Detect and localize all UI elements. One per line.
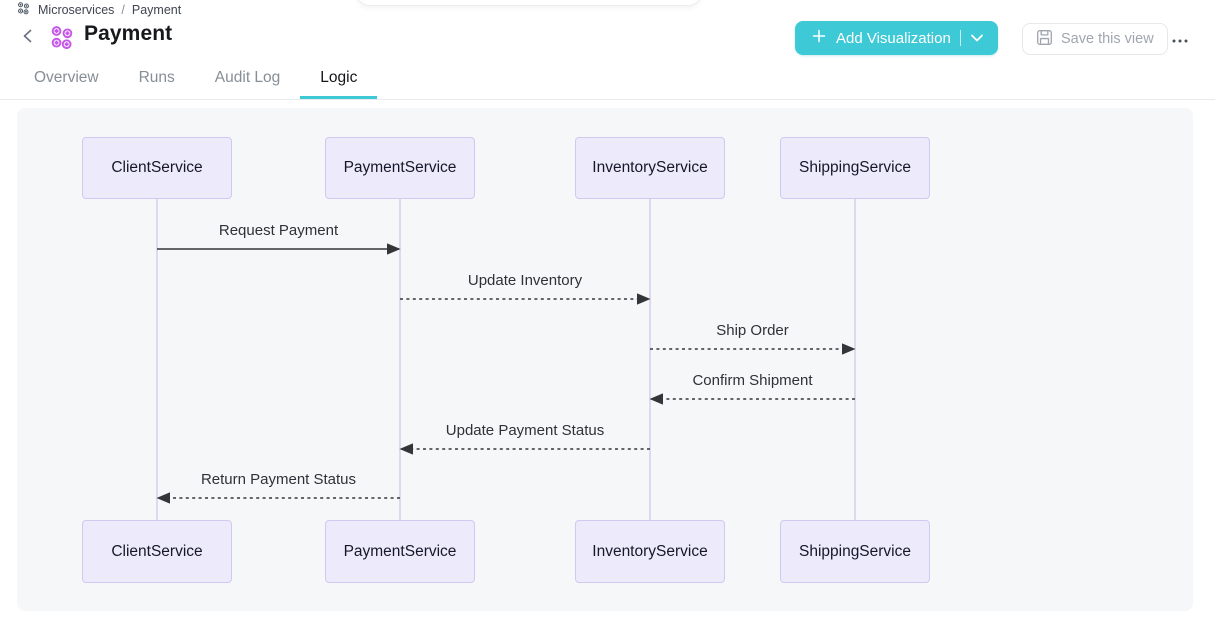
tab-logic[interactable]: Logic xyxy=(300,62,378,99)
add-visualization-button[interactable]: Add Visualization xyxy=(795,21,999,55)
add-visualization-label: Add Visualization xyxy=(836,29,951,47)
chevron-left-icon xyxy=(21,28,35,49)
diagram-canvas xyxy=(156,198,856,521)
tab-bar: Overview Runs Audit Log Logic xyxy=(0,62,1215,100)
actor-box-bottom-inventoryservice: InventoryService xyxy=(575,520,725,583)
back-button[interactable] xyxy=(16,26,40,50)
breadcrumb-separator: / xyxy=(121,3,125,17)
actor-box-top-clientservice: ClientService xyxy=(82,137,232,199)
actor-box-top-paymentservice: PaymentService xyxy=(325,137,475,199)
actor-box-bottom-paymentservice: PaymentService xyxy=(325,520,475,583)
payment-cluster-icon xyxy=(48,24,76,52)
tab-overview[interactable]: Overview xyxy=(34,69,99,86)
tab-audit-log[interactable]: Audit Log xyxy=(214,69,281,86)
breadcrumb-root[interactable]: Microservices xyxy=(38,3,115,17)
breadcrumb-current[interactable]: Payment xyxy=(131,3,182,17)
message-label: Request Payment xyxy=(218,222,339,239)
tab-runs[interactable]: Runs xyxy=(138,69,175,86)
chevron-down-icon[interactable] xyxy=(970,30,984,47)
ellipsis-icon xyxy=(1171,32,1189,47)
button-divider xyxy=(959,30,962,46)
more-options-button[interactable] xyxy=(1164,26,1196,52)
actor-box-top-shippingservice: ShippingService xyxy=(780,137,930,199)
breadcrumb: Microservices / Payment xyxy=(16,1,181,19)
floppy-icon xyxy=(1036,29,1053,50)
cutoff-popover-edge xyxy=(357,0,701,6)
actor-box-bottom-clientservice: ClientService xyxy=(82,520,232,583)
actor-box-top-inventoryservice: InventoryService xyxy=(575,137,725,199)
save-view-label: Save this view xyxy=(1061,31,1154,47)
save-view-button[interactable]: Save this view xyxy=(1022,23,1168,55)
message-label: Return Payment Status xyxy=(200,471,357,488)
message-label: Confirm Shipment xyxy=(692,372,813,389)
cluster-icon xyxy=(16,1,31,19)
page-title: Payment xyxy=(84,22,173,45)
message-label: Update Inventory xyxy=(467,272,583,289)
message-label: Update Payment Status xyxy=(445,422,605,439)
message-label: Ship Order xyxy=(716,322,789,339)
plus-icon xyxy=(811,28,827,48)
actor-box-bottom-shippingservice: ShippingService xyxy=(780,520,930,583)
